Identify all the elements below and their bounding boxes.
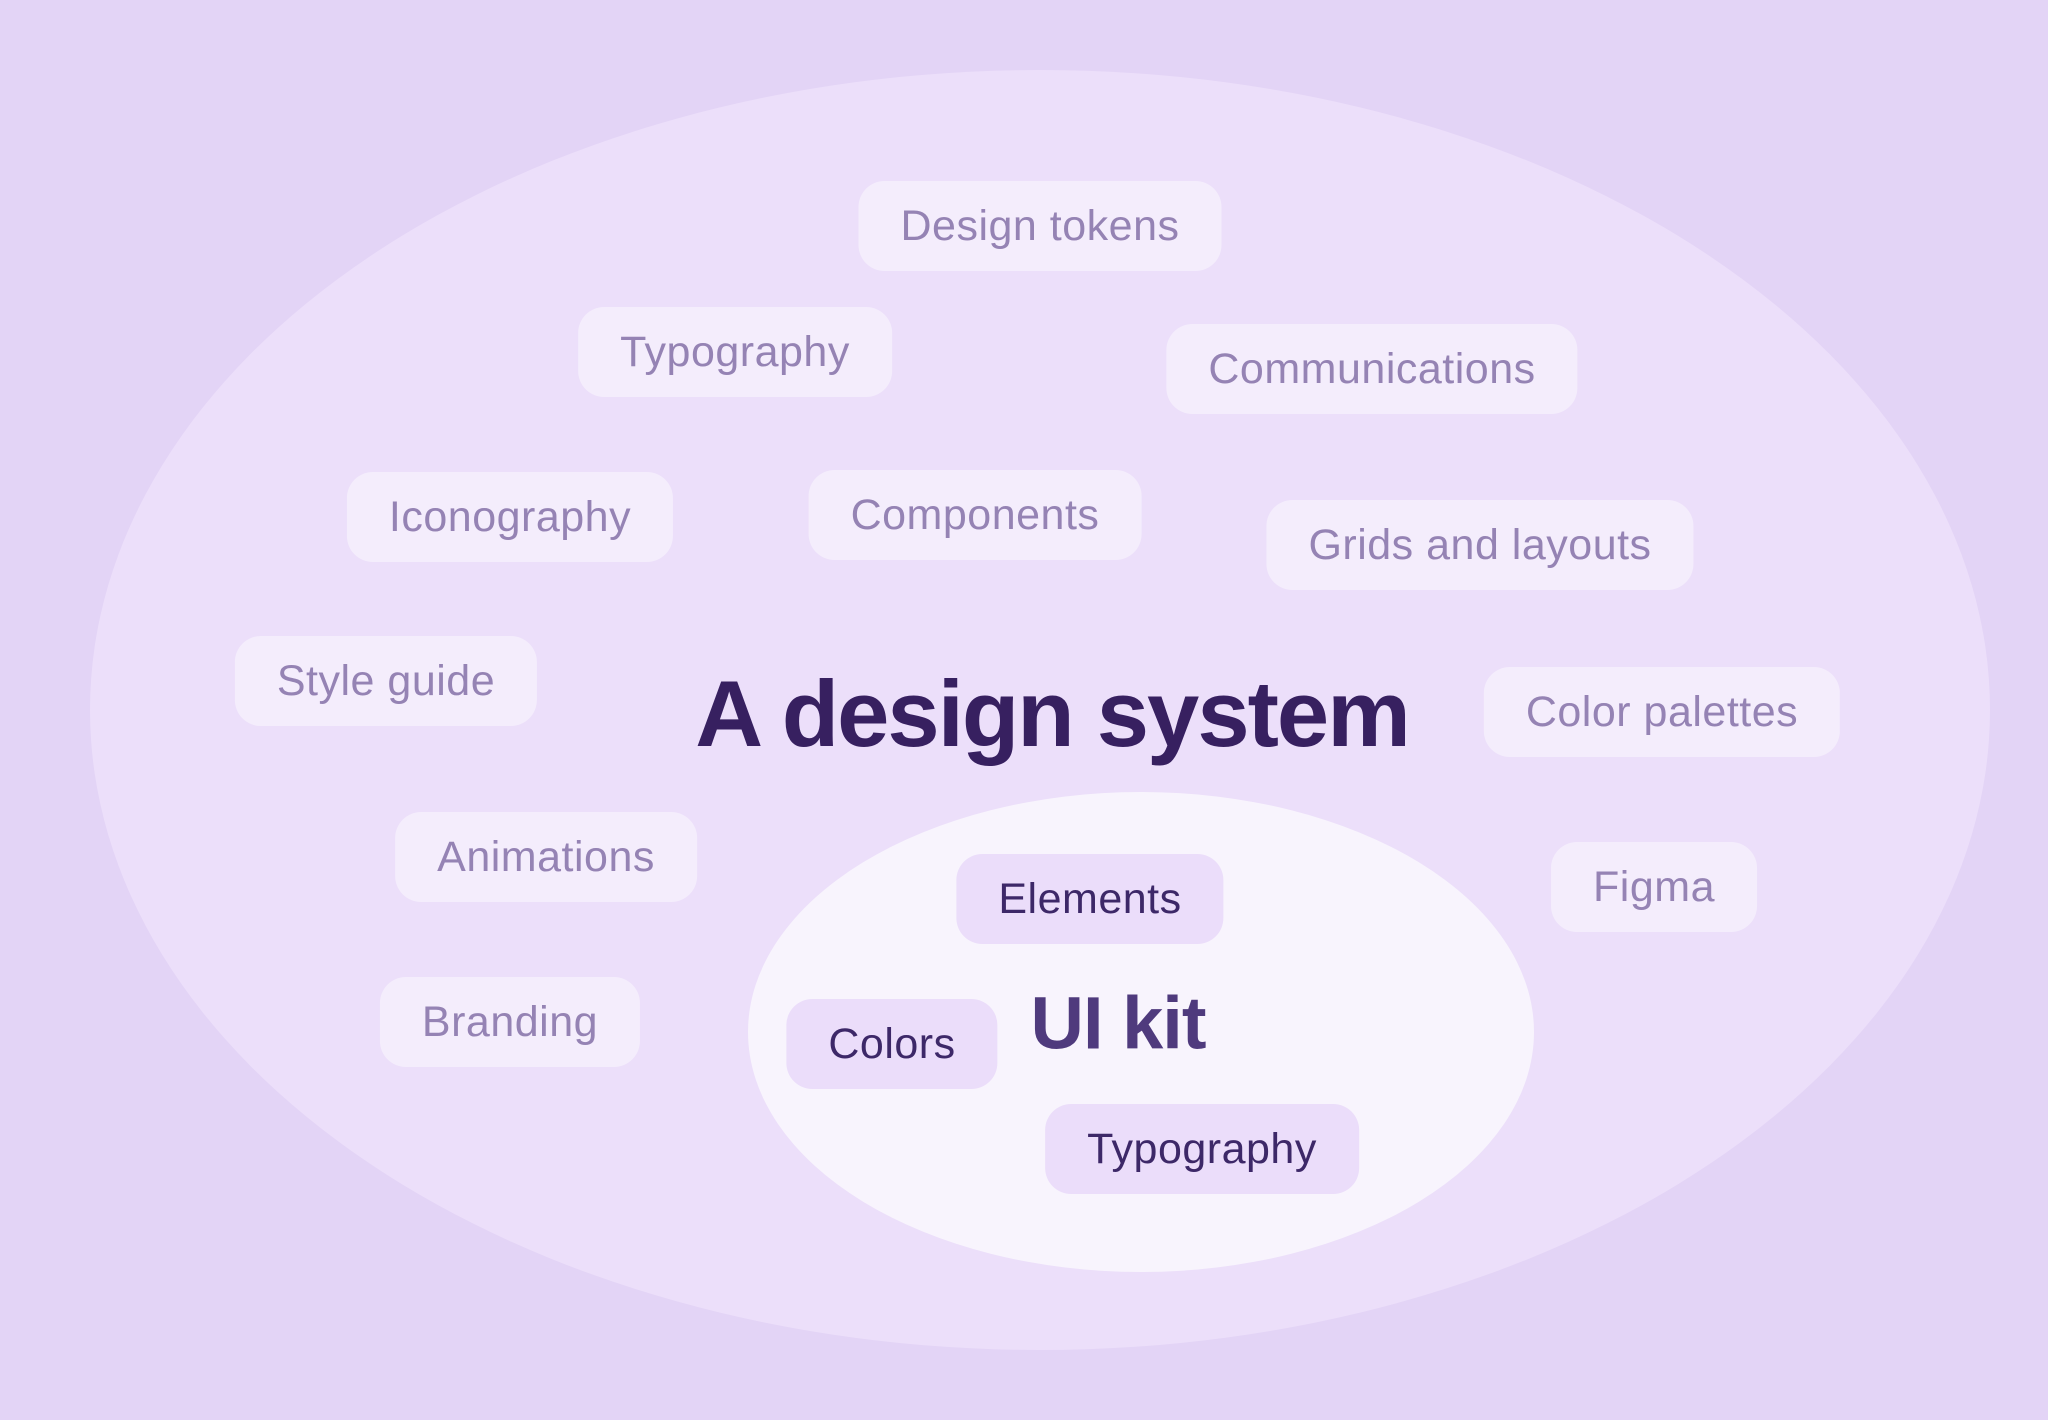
label-pill-uikit-typography: Typography: [1045, 1104, 1359, 1194]
label-pill-communications: Communications: [1166, 324, 1578, 414]
label-pill-figma: Figma: [1551, 842, 1757, 932]
label-pill-animations: Animations: [395, 812, 697, 902]
label-pill-color-palettes: Color palettes: [1483, 667, 1841, 757]
label-pill-iconography: Iconography: [346, 472, 674, 562]
label-pill-components: Components: [808, 470, 1142, 560]
label-pill-style-guide: Style guide: [234, 636, 538, 726]
uikit-title: UI kit: [1030, 981, 1207, 1065]
label-pill-grids-and-layouts: Grids and layouts: [1266, 500, 1694, 590]
diagram-title: A design system: [695, 661, 1411, 766]
label-pill-design-tokens: Design tokens: [858, 181, 1222, 271]
label-pill-branding: Branding: [379, 977, 641, 1067]
label-pill-colors: Colors: [786, 999, 998, 1089]
label-pill-typography: Typography: [578, 307, 892, 397]
label-pill-elements: Elements: [956, 854, 1224, 944]
